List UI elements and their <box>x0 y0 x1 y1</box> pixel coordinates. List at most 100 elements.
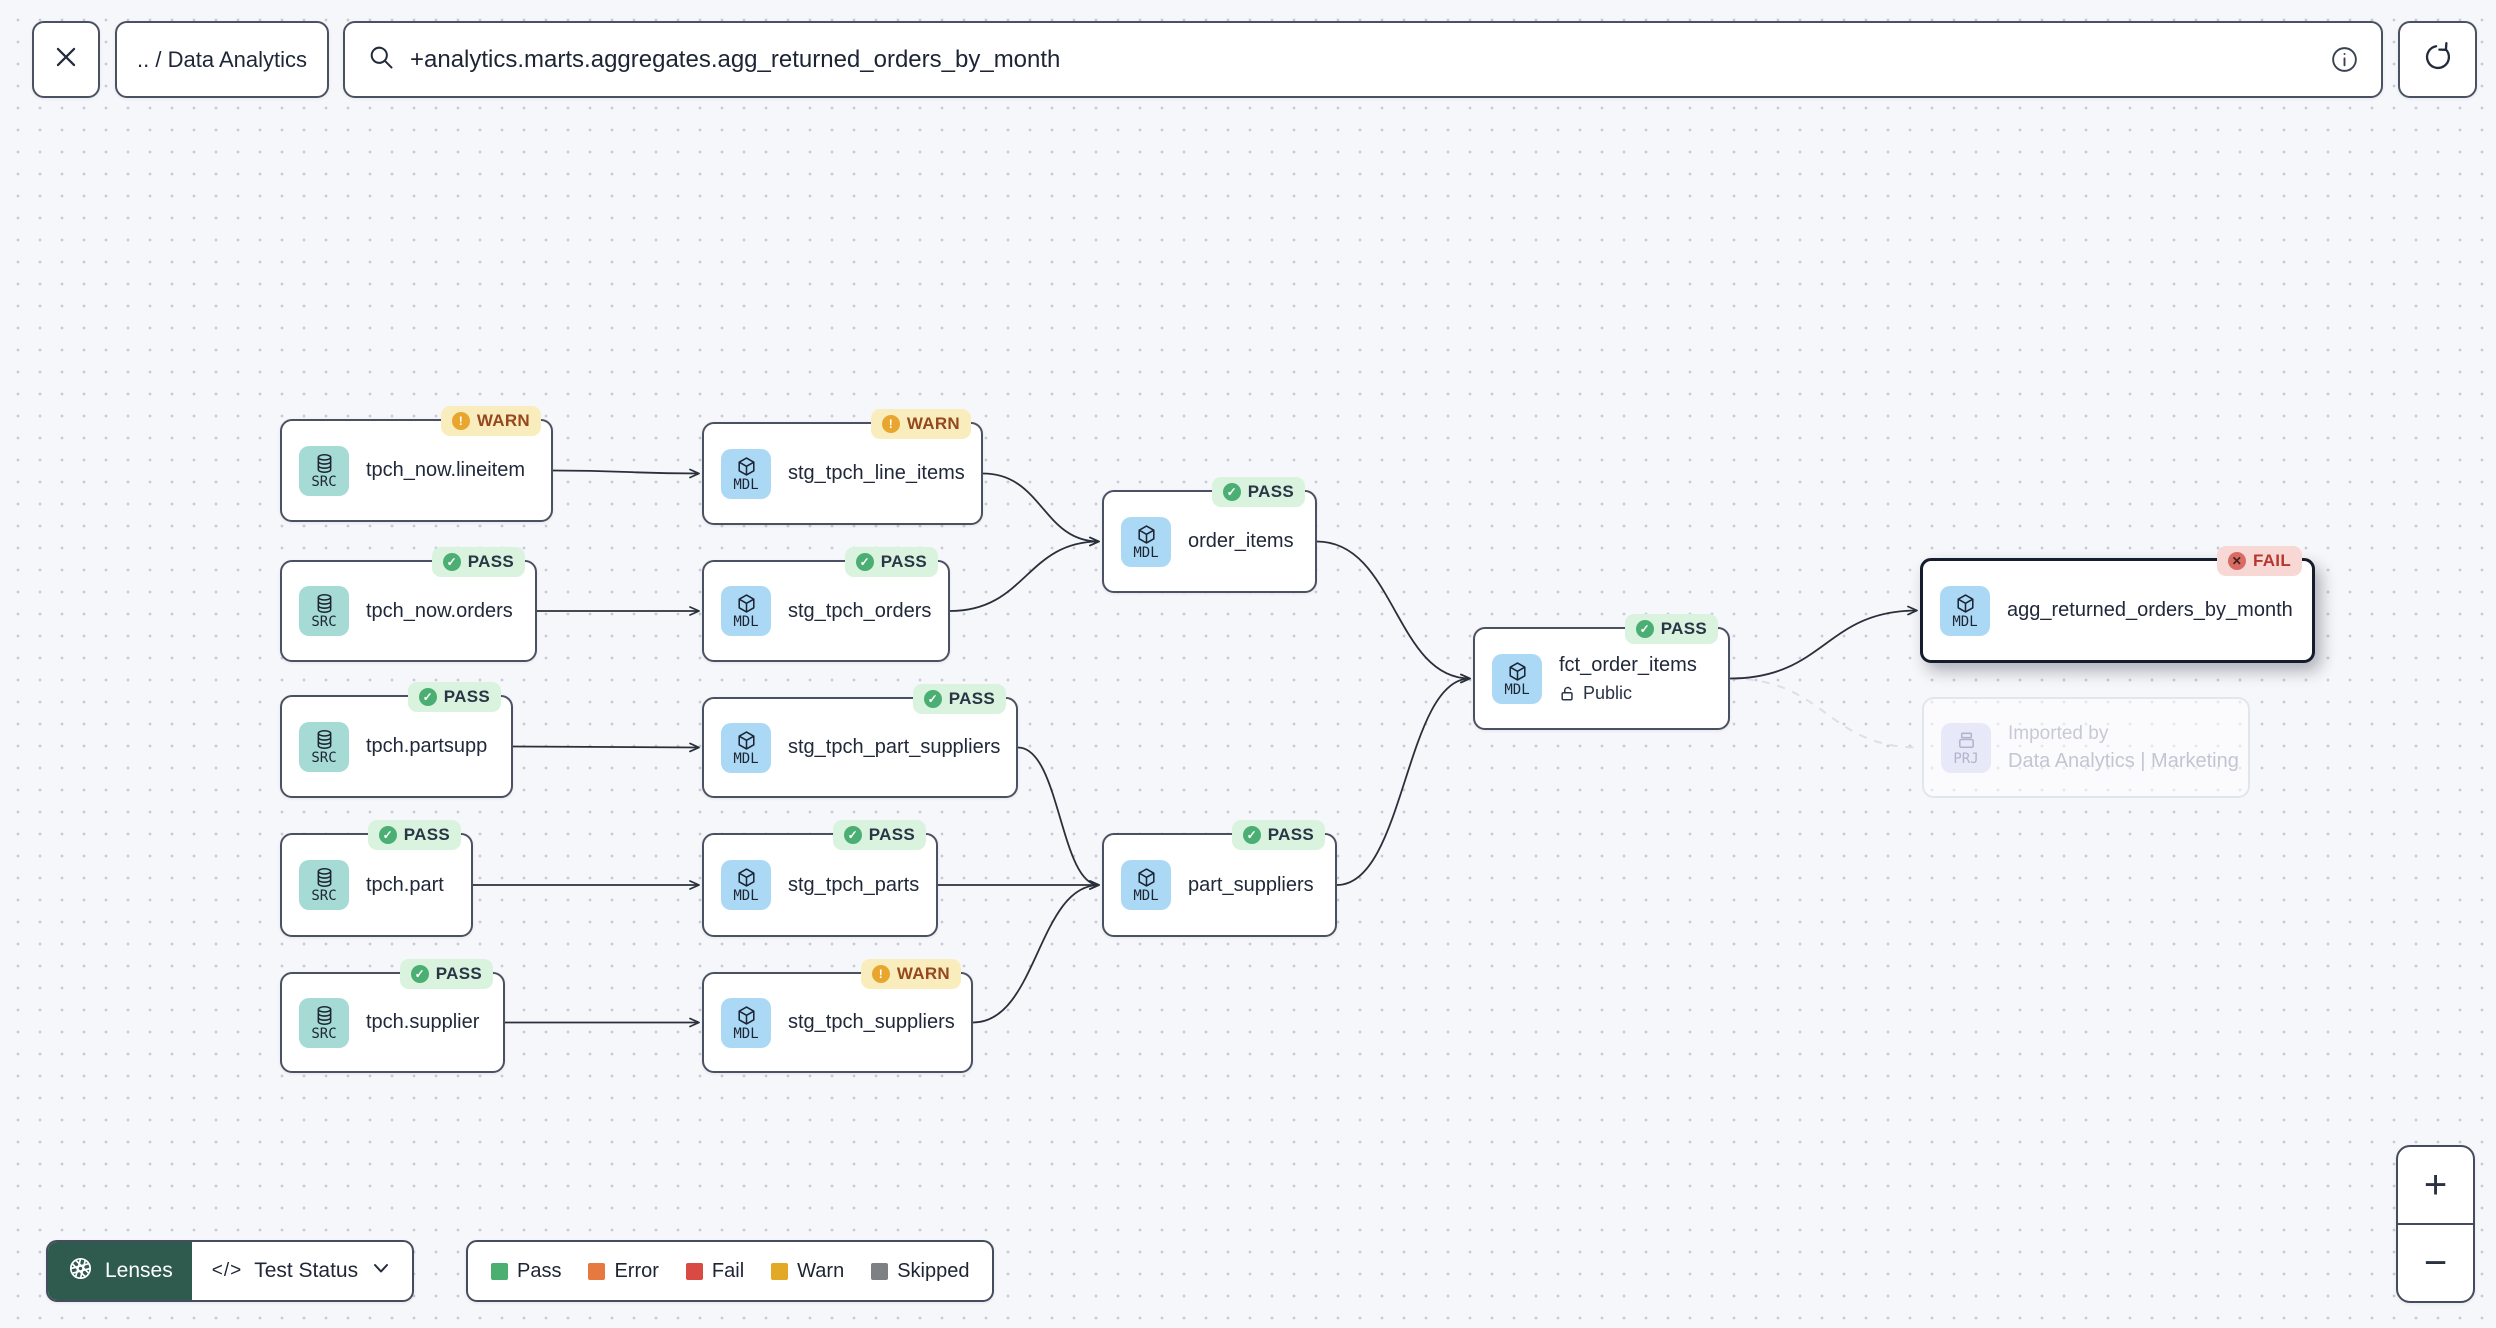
database-icon <box>317 453 331 473</box>
status-badge: ! WARN <box>440 406 541 436</box>
lenses-label: Lenses <box>105 1259 173 1282</box>
graph-node[interactable]: ! WARN SRC tpch_now.lineitem <box>280 406 553 522</box>
node-kind-label: SRC <box>311 888 337 904</box>
model-icon: MDL <box>1121 860 1171 910</box>
selected-lens-label: Test Status <box>254 1259 359 1282</box>
info-icon[interactable] <box>2330 45 2359 74</box>
node-label: stg_tpch_parts <box>788 873 920 896</box>
lenses-button[interactable]: Lenses <box>48 1242 192 1300</box>
node-label: tpch_now.lineitem <box>366 459 525 481</box>
database-icon <box>317 729 331 749</box>
node-access: Public <box>1559 683 1697 704</box>
check-icon: ✓ <box>923 690 942 708</box>
node-caption: Imported by <box>2008 722 2109 744</box>
graph-node[interactable]: PRJ Imported by Data Analytics | Marketing <box>1922 697 2250 798</box>
status-label: PASS <box>443 687 490 706</box>
node-kind-label: MDL <box>733 1025 759 1042</box>
status-badge: ✓PASS <box>407 682 501 712</box>
project-icon: PRJ <box>1941 722 1991 773</box>
search-input[interactable] <box>410 45 2316 74</box>
refresh-button[interactable] <box>2398 21 2477 98</box>
node-label: Data Analytics | Marketing <box>2008 749 2239 772</box>
node-kind-label: SRC <box>311 614 337 630</box>
node-kind-label: MDL <box>733 476 759 493</box>
status-label: WARN <box>896 964 950 983</box>
cube-icon <box>737 730 755 750</box>
cube-icon <box>737 868 755 887</box>
source-icon: SRC <box>299 860 349 910</box>
lens-control: Lenses </> Test Status <box>46 1240 415 1302</box>
zoom-out-button[interactable]: − <box>2398 1223 2473 1301</box>
status-badge: ✓PASS <box>431 547 525 577</box>
close-icon <box>51 42 81 77</box>
status-badge: ✓PASS <box>399 959 493 989</box>
status-badge: ✓PASS <box>1211 477 1305 507</box>
node-text: tpch.partsupp <box>366 735 487 758</box>
graph-node[interactable]: ✓PASS MDL part_suppliers <box>1102 820 1337 937</box>
node-text: tpch.supplier <box>366 1011 479 1034</box>
status-label: PASS <box>1247 482 1294 501</box>
status-badge: !WARN <box>870 409 971 439</box>
cube-icon <box>737 594 755 613</box>
legend-item: Pass <box>491 1260 561 1283</box>
legend-swatch <box>685 1262 703 1280</box>
legend-item: Skipped <box>871 1260 969 1283</box>
legend-label: Pass <box>517 1259 562 1282</box>
project-icon <box>1958 732 1974 748</box>
node-label: stg_tpch_orders <box>788 599 932 622</box>
node-kind-label: MDL <box>1504 681 1530 698</box>
status-badge: ✓PASS <box>367 820 461 850</box>
legend-label: Skipped <box>897 1259 970 1282</box>
exclamation-icon: ! <box>871 965 890 983</box>
model-icon: MDL <box>721 586 771 636</box>
cube-icon <box>1508 661 1526 681</box>
status-label: WARN <box>476 411 530 430</box>
status-label: WARN <box>906 414 960 433</box>
status-badge: ! WARN <box>860 959 961 989</box>
legend-item: Error <box>588 1260 659 1283</box>
node-kind-label: MDL <box>1133 544 1159 561</box>
node-kind-label: MDL <box>733 888 759 904</box>
check-icon: ✓ <box>1242 826 1261 844</box>
breadcrumb-button[interactable]: .. / Data Analytics <box>115 21 329 98</box>
check-icon: ✓ <box>410 965 429 983</box>
graph-node[interactable]: ✓PASS SRC tpch.part <box>280 820 473 937</box>
close-button[interactable] <box>32 21 100 98</box>
graph-node[interactable]: ✓PASS SRC tpch_now.orders <box>280 547 537 662</box>
node-text: part_suppliers <box>1188 874 1314 897</box>
node-text: stg_tpch_parts <box>788 874 919 897</box>
status-badge: ✓PASS <box>912 684 1006 714</box>
exclamation-icon: ! <box>451 412 470 430</box>
zoom-in-button[interactable]: + <box>2398 1147 2473 1223</box>
node-text: tpch_now.orders <box>366 600 513 623</box>
graph-node[interactable]: !WARN MDL stg_tpch_line_items <box>702 409 983 525</box>
model-icon: MDL <box>1492 653 1542 704</box>
node-text: Imported by Data Analytics | Marketing <box>2008 723 2239 773</box>
node-text: tpch.part <box>366 874 444 897</box>
legend-label: Warn <box>797 1259 845 1282</box>
node-text: stg_tpch_line_items <box>788 462 965 485</box>
status-badge: ✓PASS <box>1624 614 1718 644</box>
code-icon: </> <box>211 1260 243 1281</box>
test-status-dropdown[interactable]: </> Test Status <box>192 1242 412 1300</box>
lenses-aperture-icon <box>67 1255 94 1288</box>
status-badge: ✓PASS <box>1231 820 1325 850</box>
legend-swatch <box>491 1262 508 1280</box>
cube-icon <box>1956 593 1974 613</box>
search-box <box>343 21 2383 98</box>
node-kind-label: SRC <box>311 473 337 490</box>
node-kind-label: MDL <box>733 614 759 630</box>
check-icon: ✓ <box>442 553 461 571</box>
